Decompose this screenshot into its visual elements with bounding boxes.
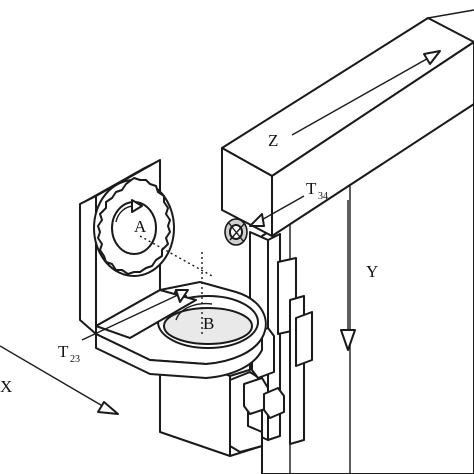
t34-label-subscript: 34 — [318, 191, 328, 202]
t34-pointer-arrow — [249, 195, 305, 227]
b-axis-label: B — [203, 314, 214, 333]
turntable-inner — [163, 307, 253, 345]
beam-back-edge — [427, 9, 474, 19]
a-axis-label: A — [134, 217, 147, 236]
y-axis-arrow — [340, 200, 356, 351]
gear-disc-a — [93, 177, 175, 277]
rotation-arrow-b — [175, 302, 213, 321]
z-beam — [221, 9, 474, 237]
rail-clamp — [295, 311, 313, 367]
z-axis-label: Z — [268, 131, 278, 150]
z-axis-arrow — [291, 50, 441, 136]
t34-label: T — [306, 179, 317, 198]
z-beam-side-face — [271, 41, 474, 237]
pedestal-clamp-side — [263, 387, 285, 419]
x-axis-arrow — [0, 345, 119, 415]
x-axis-label: X — [0, 377, 12, 396]
y-axis-label: Y — [366, 262, 378, 281]
plate-edge — [79, 195, 97, 335]
axis-a-dotted-line — [139, 235, 213, 336]
plate-base — [95, 289, 197, 339]
t23-label: T — [58, 342, 69, 361]
t34-knob — [224, 218, 248, 246]
t23-pointer-arrow — [81, 289, 189, 341]
t23-label-subscript: 23 — [70, 354, 80, 365]
table-rim — [95, 333, 263, 379]
